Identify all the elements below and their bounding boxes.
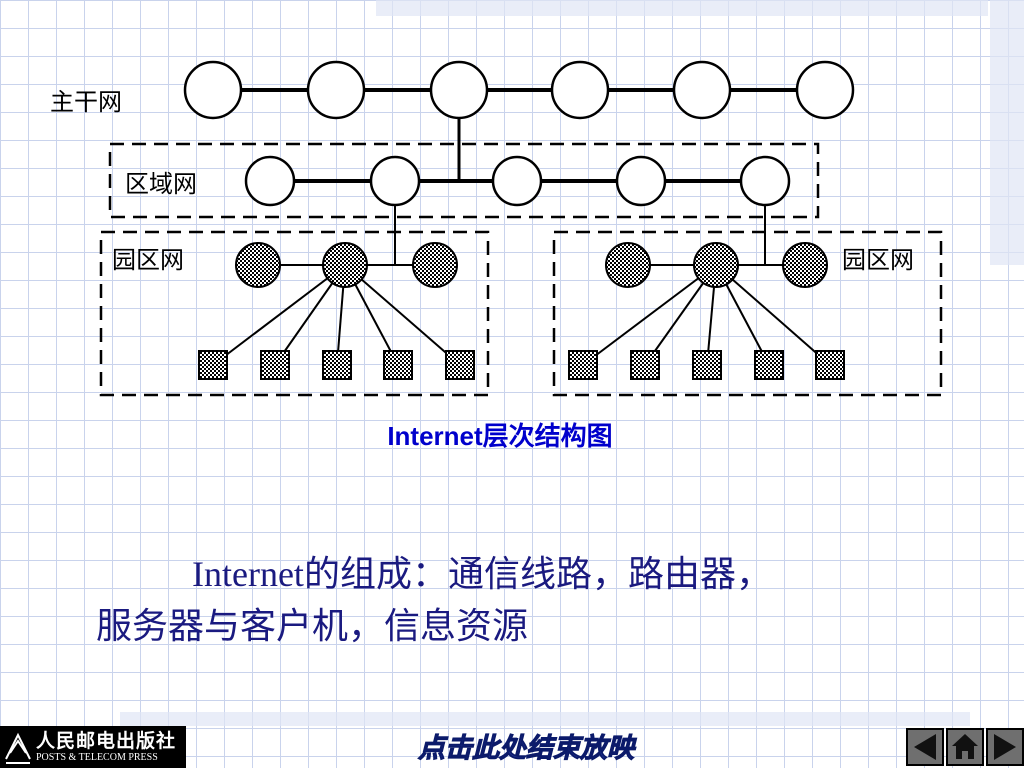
backbone-label: 主干网 xyxy=(50,88,122,116)
regional-label: 区域网 xyxy=(125,170,197,198)
campus-right-box xyxy=(552,230,943,397)
regional-network-box xyxy=(108,142,820,219)
host-node xyxy=(630,350,660,380)
host-node xyxy=(322,350,352,380)
host-node xyxy=(383,350,413,380)
bottom-decor-stripe xyxy=(120,712,970,726)
host-node xyxy=(568,350,598,380)
publisher-logo: 人民邮电出版社 POSTS & TELECOM PRESS xyxy=(0,726,186,768)
campus-left-box xyxy=(99,230,490,397)
backbone-nodes xyxy=(183,60,855,120)
campus-right-label: 园区网 xyxy=(842,246,914,274)
backbone-node xyxy=(183,60,243,120)
top-decor-stripe xyxy=(376,0,988,16)
triangle-left-icon xyxy=(914,734,936,760)
body-line-2: 服务器与客户机，信息资源 xyxy=(96,606,529,646)
campus-right-routers xyxy=(605,242,828,288)
internet-hierarchy-diagram: 主干网 区域网 园区网 园区网 xyxy=(50,60,943,397)
campus-left-hosts xyxy=(198,350,475,380)
host-node xyxy=(198,350,228,380)
right-decor-stripe xyxy=(990,0,1024,265)
campus-router-node xyxy=(412,242,458,288)
regional-node xyxy=(369,155,421,207)
backbone-node xyxy=(672,60,732,120)
regional-node xyxy=(491,155,543,207)
host-node xyxy=(692,350,722,380)
regional-nodes xyxy=(244,155,791,207)
campus-left-routers xyxy=(235,242,458,288)
body-paragraph: Internet的组成：通信线路，路由器， 服务器与客户机，信息资源 xyxy=(96,548,956,652)
nav-next-button[interactable] xyxy=(986,728,1024,766)
nav-home-button[interactable] xyxy=(946,728,984,766)
campus-router-node xyxy=(782,242,828,288)
host-node xyxy=(815,350,845,380)
publisher-mark-icon xyxy=(5,732,31,764)
nav-prev-button[interactable] xyxy=(906,728,944,766)
campus-router-node xyxy=(322,242,368,288)
backbone-node xyxy=(550,60,610,120)
host-node xyxy=(445,350,475,380)
end-show-button[interactable]: 点击此处结束放映 xyxy=(418,733,635,765)
campus-router-node xyxy=(605,242,651,288)
regional-node xyxy=(739,155,791,207)
campus-right-hosts xyxy=(568,350,845,380)
regional-node xyxy=(244,155,296,207)
campus-router-node xyxy=(693,242,739,288)
host-node xyxy=(260,350,290,380)
publisher-name-en: POSTS & TELECOM PRESS xyxy=(36,752,158,763)
host-node xyxy=(754,350,784,380)
backbone-node xyxy=(429,60,489,120)
backbone-node xyxy=(795,60,855,120)
campus-left-label: 园区网 xyxy=(112,246,184,274)
campus-router-node xyxy=(235,242,281,288)
triangle-right-icon xyxy=(994,734,1016,760)
home-icon xyxy=(952,734,978,759)
backbone-node xyxy=(306,60,366,120)
publisher-name-cn: 人民邮电出版社 xyxy=(36,730,177,752)
body-line-1: Internet的组成：通信线路，路由器， xyxy=(192,554,772,594)
diagram-caption: Internet层次结构图 xyxy=(387,421,613,451)
regional-node xyxy=(615,155,667,207)
campus-right-links xyxy=(582,264,831,366)
